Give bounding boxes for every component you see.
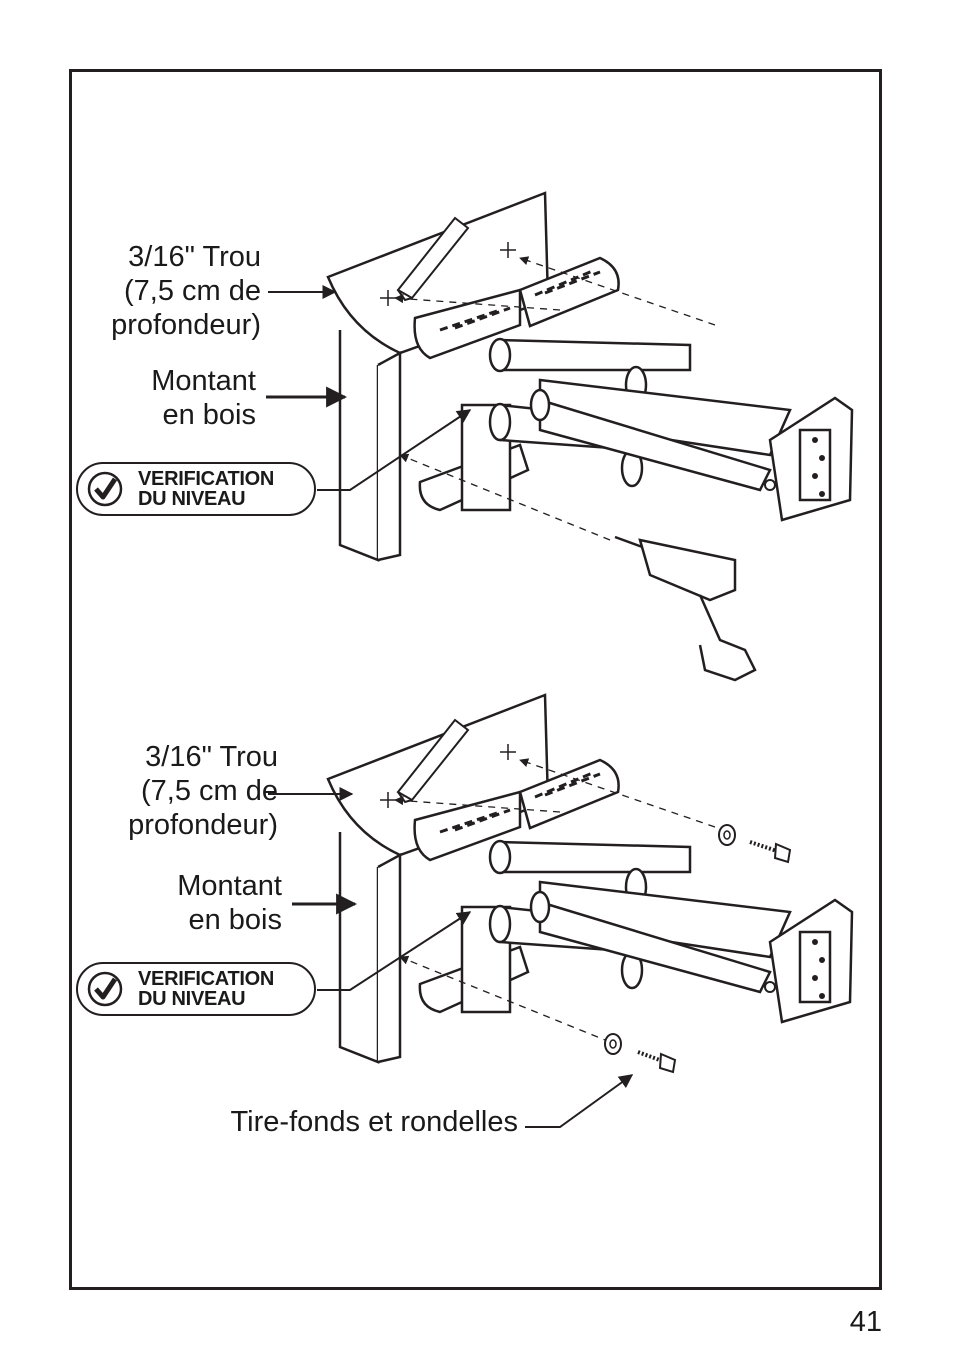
level-check-text: DU NIVEAU	[138, 488, 246, 510]
wood-stud-label: Montant en bois	[151, 365, 256, 431]
mount-illustration-top	[266, 193, 852, 682]
checkmark-icon	[87, 971, 123, 1007]
lag-bolt-icon	[637, 840, 792, 1074]
lag-bolts-label: Tire-fonds et rondelles	[230, 1106, 518, 1138]
diagram-frame	[69, 69, 882, 1290]
level-check-text: VERIFICATION	[138, 468, 275, 490]
level-check-badge: VERIFICATION DU NIVEAU	[76, 462, 316, 516]
washer-icon	[604, 824, 736, 1055]
wood-stud-label: Montant en bois	[177, 870, 282, 936]
drill-icon	[614, 535, 757, 682]
page-number: 41	[849, 1306, 882, 1338]
mount-illustration-bottom	[268, 695, 852, 1128]
hole-depth-label: 3/16" Trou (7,5 cm de profondeur)	[128, 741, 278, 841]
level-check-text: VERIFICATION	[138, 968, 275, 990]
hole-depth-label: 3/16" Trou (7,5 cm de profondeur)	[111, 241, 261, 341]
checkmark-icon	[87, 471, 123, 507]
level-check-badge: VERIFICATION DU NIVEAU	[76, 962, 316, 1016]
level-check-text: DU NIVEAU	[138, 988, 246, 1010]
